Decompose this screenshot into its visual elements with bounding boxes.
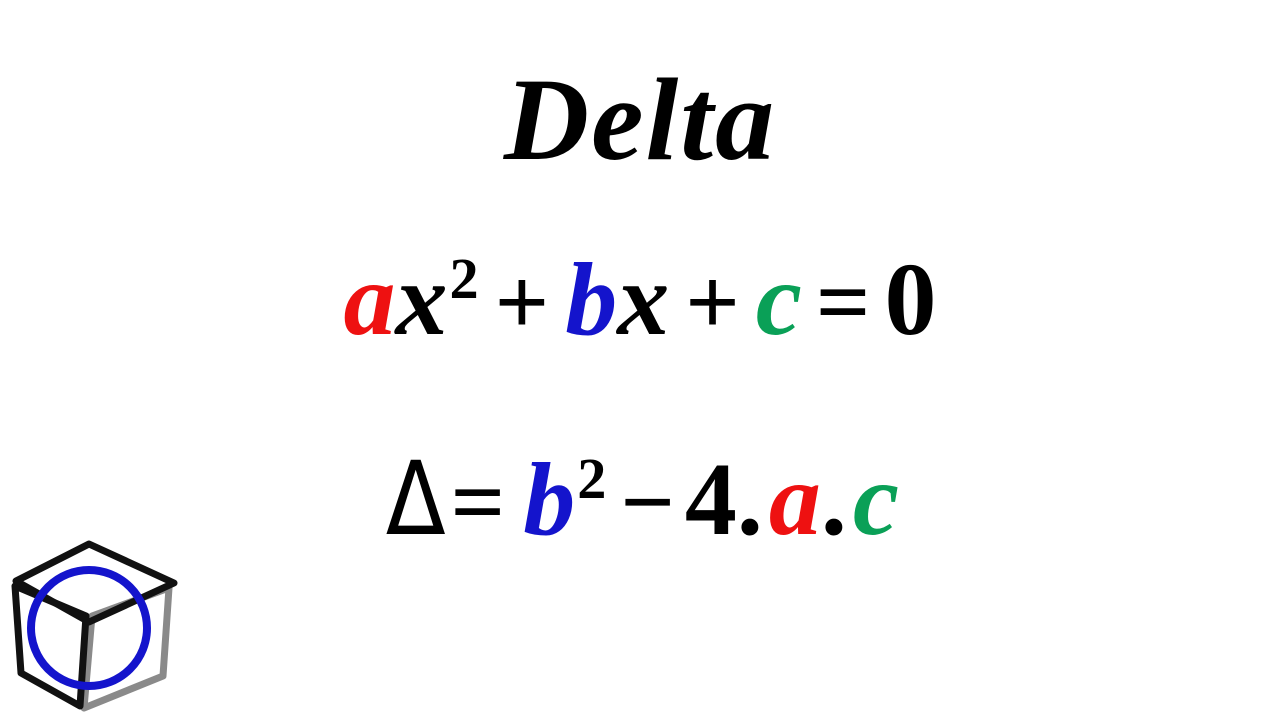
number-four: 4: [684, 442, 737, 557]
cube-circle-logo-svg: [11, 540, 178, 712]
coefficient-c-discriminant: c: [852, 442, 900, 557]
coefficient-a-discriminant: a: [768, 442, 821, 557]
exponent-two-second: 2: [577, 446, 607, 512]
minus-operator: −: [620, 449, 675, 555]
variable-x-second: x: [617, 242, 670, 357]
multiplication-dot-first: .: [736, 442, 763, 557]
coefficient-b: b: [565, 242, 618, 357]
delta-symbol: Δ: [385, 440, 446, 559]
multiplication-dot-second: .: [820, 442, 847, 557]
plus-operator-second: +: [685, 249, 740, 355]
quadratic-equation: ax2+bx+c=0: [0, 248, 1280, 352]
cube-circle-logo: [8, 536, 183, 716]
coefficient-b-squared: b: [523, 442, 576, 557]
coefficient-a: a: [343, 242, 396, 357]
page-title: Delta: [503, 54, 777, 185]
variable-x-first: x: [395, 242, 448, 357]
coefficient-c: c: [755, 242, 802, 357]
number-zero: 0: [884, 242, 937, 357]
discriminant-equation: Δ=b2−4.a.c: [0, 448, 1280, 552]
cube-top-face-icon: [12, 540, 178, 626]
plus-operator-first: +: [494, 249, 550, 355]
blue-circle-icon: [27, 566, 151, 690]
equals-operator-second: =: [450, 449, 506, 555]
equals-operator-first: =: [815, 249, 871, 355]
exponent-two-first: 2: [449, 246, 479, 312]
